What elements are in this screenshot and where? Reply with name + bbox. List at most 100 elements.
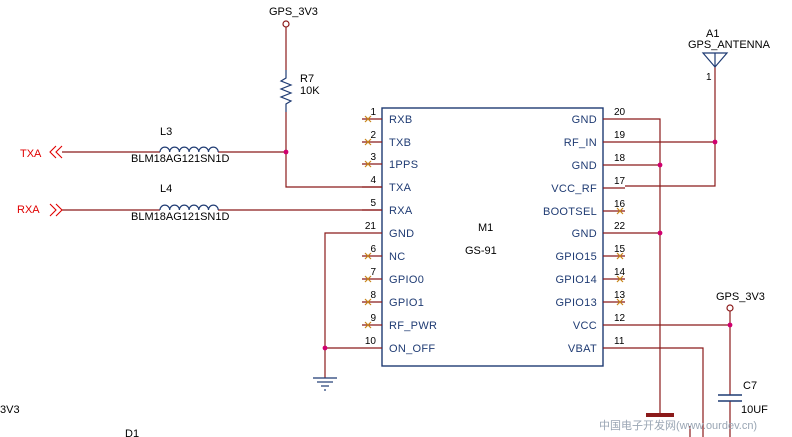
pin-label: ON_OFF: [389, 343, 435, 355]
no-connect-mark: [616, 207, 624, 215]
pin-number: 6: [370, 244, 376, 255]
pin-number: 1: [370, 107, 376, 118]
inductor-l4-ref: L4: [160, 183, 172, 195]
junction-on-off: [322, 345, 328, 351]
pin-label: VBAT: [568, 343, 597, 355]
antenna-name: GPS_ANTENNA: [688, 39, 771, 51]
pin-label: RF_PWR: [389, 320, 437, 332]
no-connect-mark: [616, 275, 624, 283]
pin-label: RF_IN: [564, 137, 597, 149]
module-pins: 1RXB2TXB31PPS4TXA5RXA21GND6NC7GPIO08GPIO…: [362, 107, 626, 355]
pin-label: GPIO13: [555, 297, 597, 309]
pin-number: 19: [614, 130, 626, 141]
power-net-left-partial: 3V3: [0, 404, 20, 416]
inductor-l4: [159, 204, 219, 211]
pin-number: 5: [370, 198, 376, 209]
pin-label: GPIO0: [389, 274, 424, 286]
wire-antenna: [625, 67, 716, 187]
no-connect-mark: [364, 115, 372, 123]
pin-label: VCC: [573, 320, 597, 332]
wire-r7-to-txa: [285, 112, 382, 188]
pin-number: 16: [614, 199, 626, 210]
wire-vbat: [625, 347, 704, 437]
no-connect-mark: [364, 160, 372, 168]
no-connect-mark: [364, 138, 372, 146]
pin-label: GPIO1: [389, 297, 424, 309]
resistor-ref: R7: [300, 73, 314, 85]
no-connect-mark: [364, 298, 372, 306]
junction-txa: [283, 149, 289, 155]
pin-label: GND: [572, 160, 597, 172]
net-label-rxa: RXA: [17, 204, 40, 216]
wire-gnd-left: [324, 232, 362, 378]
pin-number: 8: [370, 290, 376, 301]
pin-label: GPIO15: [555, 251, 597, 263]
pin-number: 11: [614, 336, 625, 347]
pin-number: 20: [614, 107, 626, 118]
wire-gnd-right: [625, 118, 661, 414]
inductor-l3-part: BLM18AG121SN1D: [131, 153, 229, 165]
net-label-txa: TXA: [20, 148, 42, 160]
pin-label: TXA: [389, 182, 412, 194]
ground-symbol-right: [646, 413, 674, 417]
watermark: 中国电子开发网(www.ourdev.cn): [599, 418, 757, 432]
txa-arrow: [49, 145, 57, 159]
component-symbols: [49, 20, 742, 417]
module-ref: M1: [478, 222, 493, 234]
inductor-l3: [159, 146, 219, 153]
antenna-pin-number: 1: [706, 72, 712, 83]
rxa-arrow: [55, 203, 63, 217]
pin-label: RXA: [389, 205, 413, 217]
pin-label: GND: [572, 114, 597, 126]
no-connect-mark: [364, 275, 372, 283]
no-connect-mark: [616, 252, 624, 260]
pin-label: GND: [389, 228, 414, 240]
power-port-right: [726, 304, 734, 312]
no-connect-mark: [616, 298, 624, 306]
pin-number: 17: [614, 176, 626, 187]
pin-number: 2: [370, 130, 376, 141]
pin-number: 10: [365, 336, 377, 347]
rxa-arrow: [49, 203, 57, 217]
power-port-top: [282, 20, 290, 28]
power-net-top-label: GPS_3V3: [269, 6, 318, 18]
pin-label: BOOTSEL: [543, 206, 597, 218]
capacitor-value: 10UF: [741, 404, 768, 416]
pin-label: GND: [572, 228, 597, 240]
junction-rf-in: [712, 139, 718, 145]
wires: [62, 27, 731, 437]
pin-number: 14: [614, 267, 626, 278]
ground-symbol-left: [313, 377, 337, 391]
module-part: GS-91: [465, 245, 497, 257]
diode-ref: D1: [125, 428, 139, 437]
module-body: [381, 107, 604, 367]
pin-label: GPIO14: [555, 274, 597, 286]
pin-number: 12: [614, 313, 626, 324]
no-connect-mark: [364, 252, 372, 260]
no-connect-mark: [364, 321, 372, 329]
junction-vcc: [727, 322, 733, 328]
pin-number: 9: [370, 313, 376, 324]
pin-label: TXB: [389, 137, 411, 149]
pin-number: 7: [370, 267, 376, 278]
pin-number: 4: [370, 175, 376, 186]
pin-number: 18: [614, 153, 626, 164]
inductor-l3-ref: L3: [160, 126, 172, 138]
pin-number: 22: [614, 221, 626, 232]
pin-label: 1PPS: [389, 159, 418, 171]
pin-number: 15: [614, 244, 626, 255]
resistor-r7: [279, 70, 293, 112]
pin-label: RXB: [389, 114, 413, 126]
antenna-ref: A1: [706, 28, 719, 40]
pin-number: 13: [614, 290, 626, 301]
resistor-value: 10K: [300, 85, 320, 97]
antenna-icon: [701, 52, 729, 68]
junction-gnd-22: [657, 230, 663, 236]
junction-gnd-18: [657, 162, 663, 168]
pin-number: 21: [365, 221, 377, 232]
pin-number: 3: [370, 152, 376, 163]
txa-arrow: [55, 145, 63, 159]
pin-label: VCC_RF: [551, 183, 597, 195]
inductor-l4-part: BLM18AG121SN1D: [131, 211, 229, 223]
